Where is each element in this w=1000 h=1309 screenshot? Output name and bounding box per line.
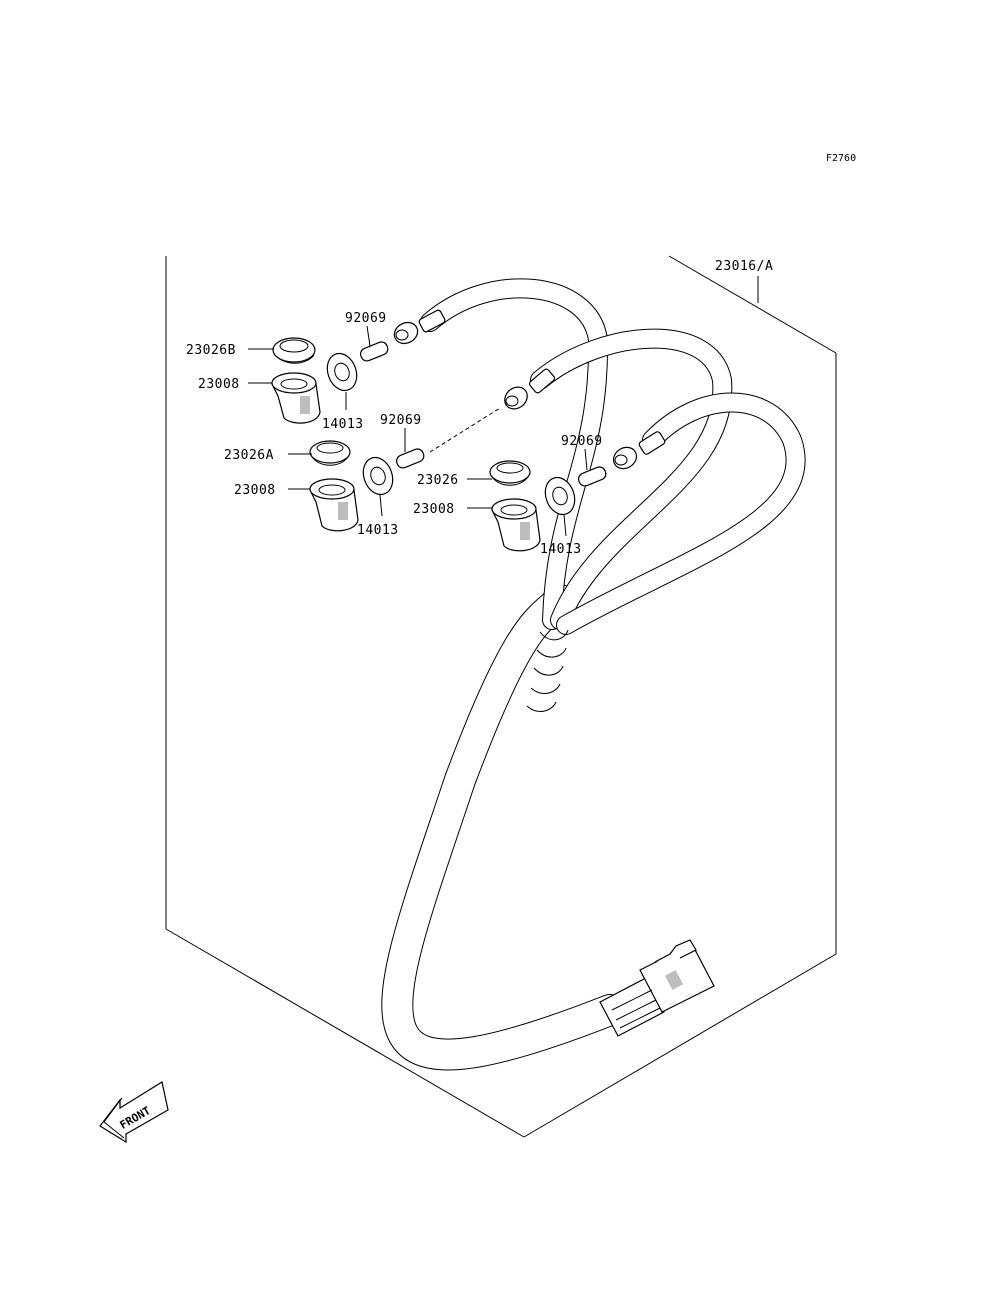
part-bulb-1 (359, 341, 389, 362)
label-grommet-3: 14013 (540, 542, 582, 557)
harness-branch-1 (420, 278, 609, 630)
label-socket-2: 23008 (234, 483, 276, 498)
part-grommet-1 (326, 352, 358, 392)
harness-main-cable (381, 584, 626, 1071)
part-socket-3 (491, 498, 541, 552)
label-cap-b: 23026B (186, 343, 236, 358)
part-grommet-2 (362, 456, 394, 496)
harness-branch-2 (530, 328, 733, 630)
label-bulb-2: 92069 (380, 413, 422, 428)
label-harness: 23016/A (715, 259, 773, 274)
label-grommet-1: 14013 (322, 417, 364, 432)
part-bulb-2 (395, 448, 425, 469)
part-grommet-3 (544, 476, 576, 516)
bullet-connector-1 (393, 309, 446, 345)
bullet-connector-2 (504, 368, 556, 410)
front-arrow-icon: FRONT (99, 1081, 169, 1144)
label-socket-3: 23008 (413, 502, 455, 517)
assembly-guide-line (429, 407, 501, 453)
wiring-harness (381, 278, 806, 1071)
part-cap-a (309, 440, 351, 466)
leader-lines (248, 276, 759, 537)
part-cap-b (272, 337, 316, 364)
label-bulb-3: 92069 (561, 434, 603, 449)
harness-branch-3 (556, 392, 806, 635)
bullet-connector-3 (612, 431, 666, 470)
part-cap (489, 460, 531, 486)
label-grommet-2: 14013 (357, 523, 399, 538)
part-bulb-3 (577, 466, 607, 487)
label-cap: 23026 (417, 473, 459, 488)
label-bulb-1: 92069 (345, 311, 387, 326)
label-cap-a: 23026A (224, 448, 274, 463)
label-socket-1: 23008 (198, 377, 240, 392)
harness-coupler (599, 939, 715, 1037)
part-socket-2 (309, 478, 359, 532)
figure-code: F2760 (826, 153, 856, 164)
assembly-box (165, 255, 837, 1138)
part-socket-1 (271, 372, 321, 424)
harness-tape-wrap (526, 629, 569, 712)
